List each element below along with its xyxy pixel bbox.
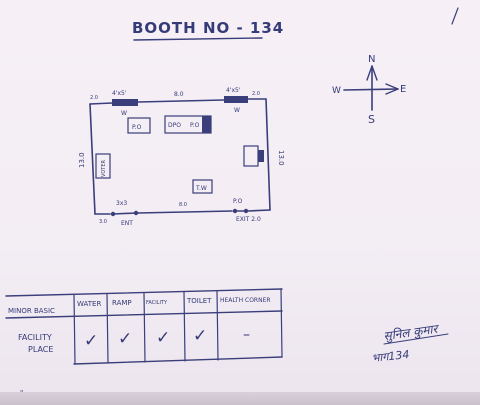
svg-text:4'x5': 4'x5': [112, 90, 127, 97]
top-right-offset: 2.0: [252, 91, 260, 97]
compass-north: N: [368, 54, 375, 65]
header-ramp: RAMP: [112, 299, 132, 307]
compass-west: W: [332, 86, 341, 96]
svg-text:T.W: T.W: [195, 185, 207, 192]
cell-water: ✓: [84, 331, 98, 351]
row-label-place: PLACE: [28, 345, 53, 354]
cell-health-corner: –: [243, 327, 250, 343]
po-table: P.O: [127, 117, 151, 134]
right-cabinet: [243, 145, 264, 167]
window-top-left: 4'x5' W: [112, 90, 138, 117]
right-dimension: 13.0: [277, 150, 285, 166]
title-underline: [133, 37, 263, 41]
svg-text:ENT: ENT: [121, 220, 133, 227]
exit-door: P.O EXIT 2.0: [232, 198, 261, 223]
svg-text:P.O: P.O: [190, 122, 200, 129]
cell-toilet: ✓: [193, 326, 207, 346]
cell-ramp: ✓: [118, 329, 132, 349]
dpo-table: DPO P.O: [164, 115, 212, 134]
top-span-label: 8.0: [174, 91, 184, 98]
voting-compartment: VOTER: [95, 153, 111, 179]
header-toilet: TOILET: [186, 297, 212, 305]
signature-booth: भाग134: [371, 348, 410, 365]
compass: N S E W: [332, 54, 406, 126]
signature-name: सुनिल कुमार: [383, 321, 441, 344]
entry-door: 3x3 ENT: [110, 200, 139, 227]
svg-text:W: W: [121, 110, 127, 117]
svg-text:4'x5': 4'x5': [226, 87, 241, 94]
corner-mark: ": [20, 389, 23, 397]
row-label-facility: FACILITY: [18, 333, 52, 342]
svg-text:DPO: DPO: [168, 122, 181, 129]
header-minor-basic: MINOR BASIC: [8, 307, 55, 315]
header-health-corner: HEALTH CORNER: [220, 297, 271, 304]
paper-bottom-edge: [0, 392, 480, 405]
svg-text:3x3: 3x3: [116, 200, 127, 207]
svg-text:VOTER: VOTER: [101, 160, 107, 177]
left-dimension: 13.0: [78, 152, 86, 168]
header-water: WATER: [77, 300, 101, 308]
bottom-mid-label: 8.0: [179, 202, 187, 208]
header-facility: FACILITY: [146, 300, 168, 306]
svg-text:EXIT 2.0: EXIT 2.0: [236, 216, 261, 223]
window-top-right: 4'x5' W: [224, 87, 248, 114]
page-title: BOOTH NO - 134: [132, 19, 284, 37]
compass-south: S: [368, 113, 375, 126]
compass-east: E: [400, 84, 406, 95]
center-table: T.W: [192, 179, 213, 194]
svg-text:W: W: [234, 107, 240, 114]
edge-mark: [451, 7, 459, 25]
room-outline: [89, 98, 271, 215]
bottom-left-offset: 3.0: [99, 219, 107, 225]
facility-table: [5, 288, 283, 365]
svg-text:P.O: P.O: [233, 198, 243, 205]
cell-facility: ✓: [156, 328, 170, 348]
top-left-offset: 2.0: [90, 95, 98, 101]
signature: सुनिल कुमार भाग134: [371, 321, 449, 365]
svg-text:P.O: P.O: [132, 124, 142, 131]
